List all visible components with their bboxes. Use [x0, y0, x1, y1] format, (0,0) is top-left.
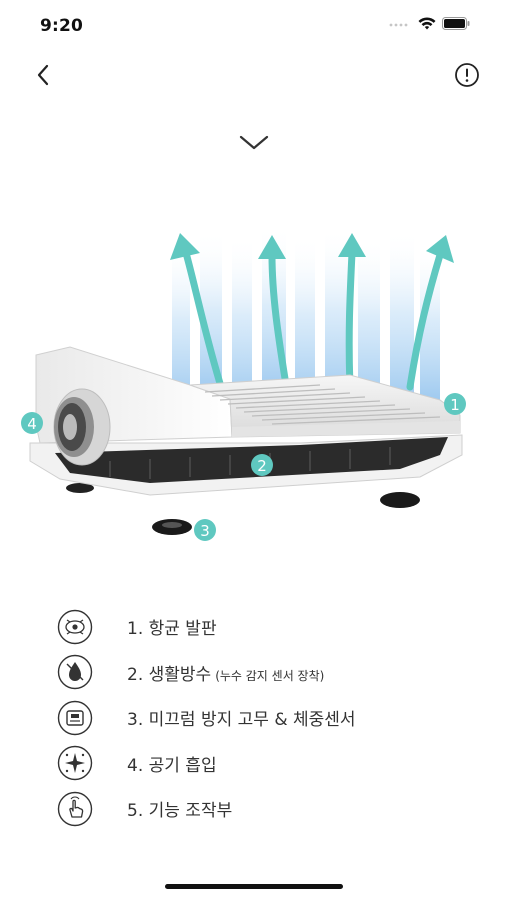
- list-item: 1. 항균 발판: [56, 604, 476, 650]
- wifi-icon: [418, 17, 436, 30]
- product-illustration: 1 2 3 4: [21, 225, 466, 541]
- water-drop-icon: [56, 653, 94, 691]
- airflow-arrows: [182, 249, 444, 394]
- list-item: 2. 생활방수(누수 감지 센서 장착): [56, 650, 476, 696]
- feature-label: 2. 생활방수(누수 감지 센서 장착): [127, 660, 324, 685]
- airflow-haze: [172, 225, 440, 415]
- list-item: 5. 기능 조작부: [56, 786, 476, 832]
- svg-text:2: 2: [257, 457, 267, 475]
- list-item: 3. 미끄럼 방지 고무 & 체중센서: [56, 695, 476, 741]
- svg-text:4: 4: [27, 415, 37, 433]
- battery-icon: [442, 17, 470, 30]
- feature-sublabel: (누수 감지 센서 장착): [215, 668, 325, 683]
- front-right-foot: [380, 492, 420, 508]
- info-circle-icon: [455, 63, 479, 87]
- status-icons: [388, 17, 471, 30]
- control-knob: [53, 388, 111, 466]
- svg-text:3: 3: [200, 522, 210, 540]
- feature-label-main: 2. 생활방수: [127, 664, 212, 685]
- home-indicator[interactable]: [165, 884, 343, 889]
- feature-list: 1. 항균 발판 2. 생활방수(누수 감지 센서 장착) 3. 미끄럼 방지 …: [56, 604, 476, 832]
- nav-bar: [0, 52, 507, 100]
- scale-icon: [56, 699, 94, 737]
- svg-text:1: 1: [450, 396, 460, 414]
- chevron-down-icon: [239, 135, 269, 150]
- marker-4: 4: [21, 412, 43, 434]
- feature-label: 1. 항균 발판: [127, 619, 217, 640]
- antibacterial-icon: [56, 608, 94, 646]
- list-item: 4. 공기 흡입: [56, 741, 476, 787]
- status-bar: 9:20: [0, 0, 507, 52]
- chevron-left-icon: [37, 64, 49, 86]
- rear-foot: [66, 483, 94, 493]
- marker-2: 2: [251, 454, 273, 476]
- feature-label: 4. 공기 흡입: [127, 755, 217, 776]
- status-time: 9:20: [40, 16, 84, 36]
- hand-touch-icon: [56, 790, 94, 828]
- feature-label: 5. 기능 조작부: [127, 801, 233, 822]
- marker-3: 3: [194, 519, 216, 541]
- feature-label: 3. 미끄럼 방지 고무 & 체중센서: [127, 710, 356, 731]
- back-button[interactable]: [26, 58, 60, 92]
- marker-1: 1: [444, 393, 466, 415]
- collapse-button[interactable]: [233, 128, 275, 158]
- air-intake-icon: [56, 744, 94, 782]
- airflow-arrowheads: [170, 233, 454, 263]
- info-button[interactable]: [451, 59, 483, 91]
- signal-icon: [389, 23, 408, 26]
